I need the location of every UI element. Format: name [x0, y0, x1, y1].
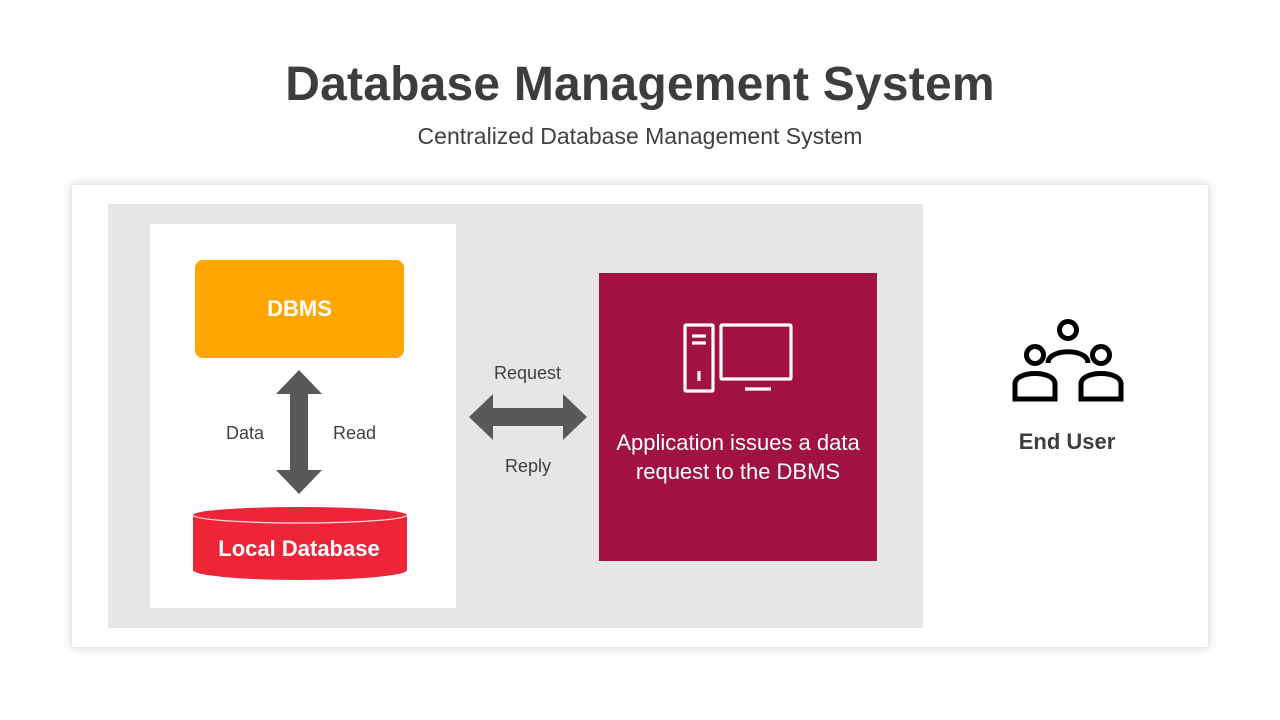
request-reply-arrow-icon [469, 394, 587, 440]
application-text: Application issues a data request to the… [616, 430, 860, 484]
dbms-label: DBMS [267, 296, 332, 321]
end-user-label: End User [1018, 429, 1116, 454]
read-label: Read [333, 423, 377, 443]
local-database-label: Local Database [218, 536, 380, 561]
request-reply-arrow-shape [469, 394, 587, 440]
dbms-box: DBMS [195, 260, 404, 358]
cylinder-body [193, 515, 407, 580]
cylinder-top [193, 507, 407, 523]
application-box [599, 273, 877, 561]
data-read-arrow-shape [276, 370, 322, 494]
data-label: Data [226, 423, 265, 443]
cylinder-rim [192, 514, 408, 524]
page-subtitle: Centralized Database Management System [417, 123, 863, 149]
page-title: Database Management System [285, 58, 995, 111]
request-label: Request [494, 363, 562, 383]
reply-label: Reply [505, 456, 552, 476]
data-read-arrow-icon [276, 370, 322, 494]
database-cylinder-icon [192, 507, 408, 580]
users-group-icon [1012, 319, 1124, 402]
desktop-computer-icon [683, 323, 793, 393]
